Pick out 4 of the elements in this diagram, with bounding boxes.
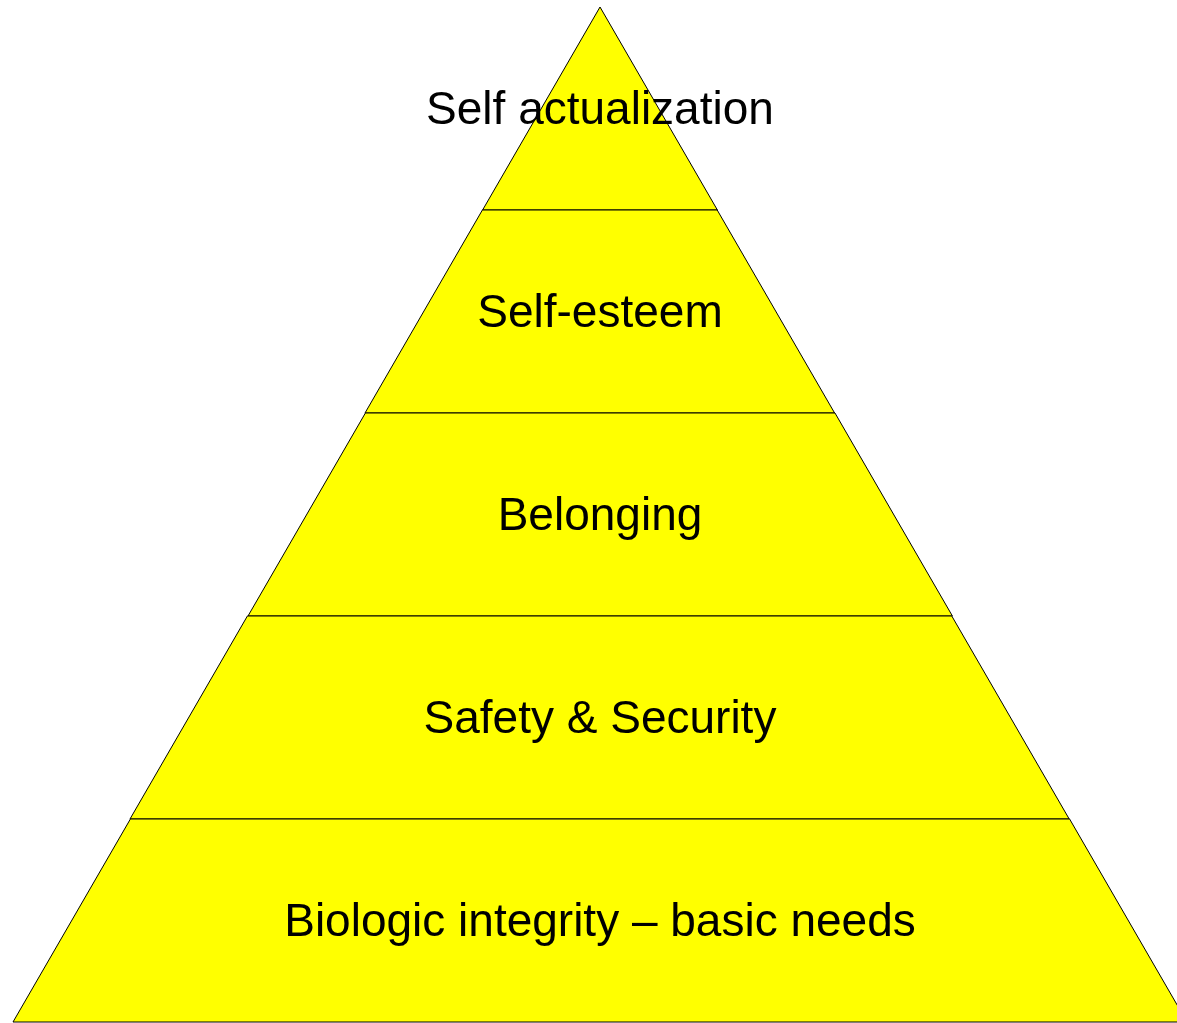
tier-label: Self-esteem bbox=[477, 286, 723, 337]
tier-label: Belonging bbox=[497, 489, 703, 540]
tier-label: Safety & Security bbox=[423, 692, 777, 743]
tier-label: Biologic integrity – basic needs bbox=[284, 895, 916, 946]
